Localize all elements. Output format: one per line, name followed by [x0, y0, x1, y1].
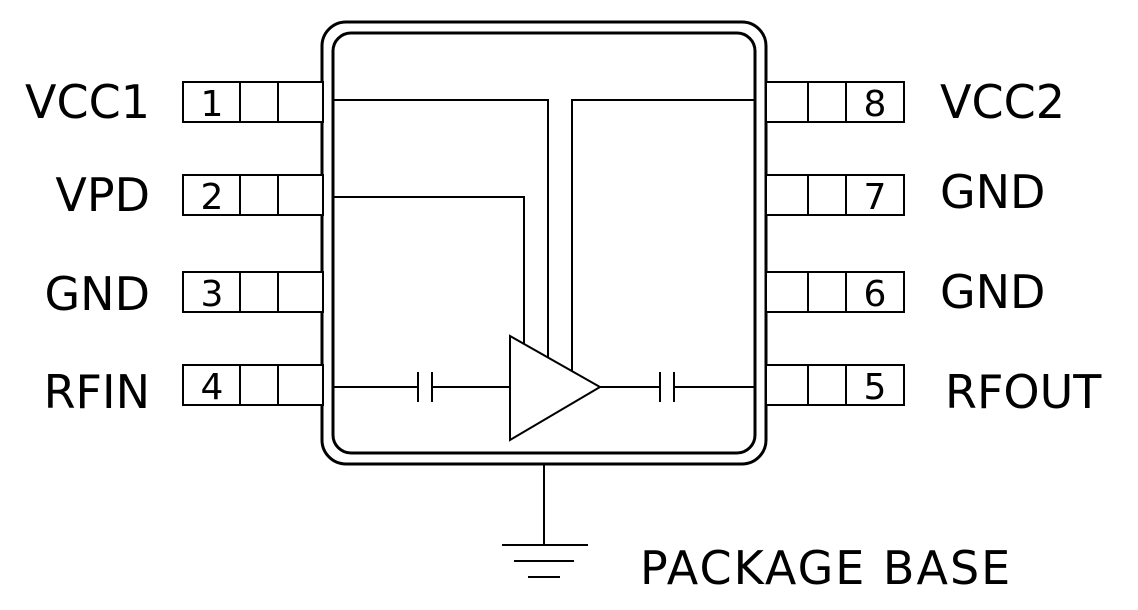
pin-6-number: 6: [864, 274, 887, 315]
pin-4: 4 RFIN: [44, 364, 324, 419]
pin-3-name: GND: [45, 267, 150, 321]
pin-2: 2 VPD: [55, 168, 324, 222]
pin-5: 5 RFOUT: [765, 364, 1102, 419]
pin-8-number: 8: [864, 84, 887, 125]
pin-2-lead: [182, 174, 324, 216]
pin-4-number: 4: [201, 367, 224, 408]
pin-1: 1 VCC1: [25, 75, 324, 129]
pin-8: 8 VCC2: [765, 75, 1065, 129]
pin-7: 7 GND: [765, 165, 1045, 219]
pin-8-name: VCC2: [940, 75, 1065, 129]
pin-3: 3 GND: [45, 267, 324, 321]
pin-3-lead: [182, 271, 324, 313]
pin-6: 6 GND: [765, 265, 1045, 319]
pin-5-lead: [765, 364, 905, 406]
pin-2-name: VPD: [55, 168, 150, 222]
vpd-wire: [333, 196, 525, 350]
pin-2-number: 2: [201, 177, 224, 218]
pin-7-number: 7: [864, 177, 887, 218]
pin-1-name: VCC1: [25, 75, 150, 129]
pin-5-name: RFOUT: [945, 365, 1102, 419]
pin-1-lead: [182, 81, 324, 123]
pin-8-lead: [765, 81, 905, 123]
pin-6-lead: [765, 271, 905, 313]
ground-icon: [502, 544, 588, 578]
package-inner-outline: [331, 31, 757, 455]
package-base-label: PACKAGE BASE: [640, 541, 1012, 595]
pin-3-number: 3: [201, 274, 224, 315]
vcc2-wire: [571, 99, 755, 372]
pin-5-number: 5: [864, 367, 887, 408]
pin-4-lead: [182, 364, 324, 406]
amplifier-triangle: [509, 334, 602, 442]
vcc1-wire: [333, 99, 549, 363]
pin-6-name: GND: [940, 265, 1045, 319]
pin-7-name: GND: [940, 165, 1045, 219]
pin-1-number: 1: [201, 84, 224, 125]
pin-7-lead: [765, 174, 905, 216]
pin-4-name: RFIN: [44, 365, 150, 419]
